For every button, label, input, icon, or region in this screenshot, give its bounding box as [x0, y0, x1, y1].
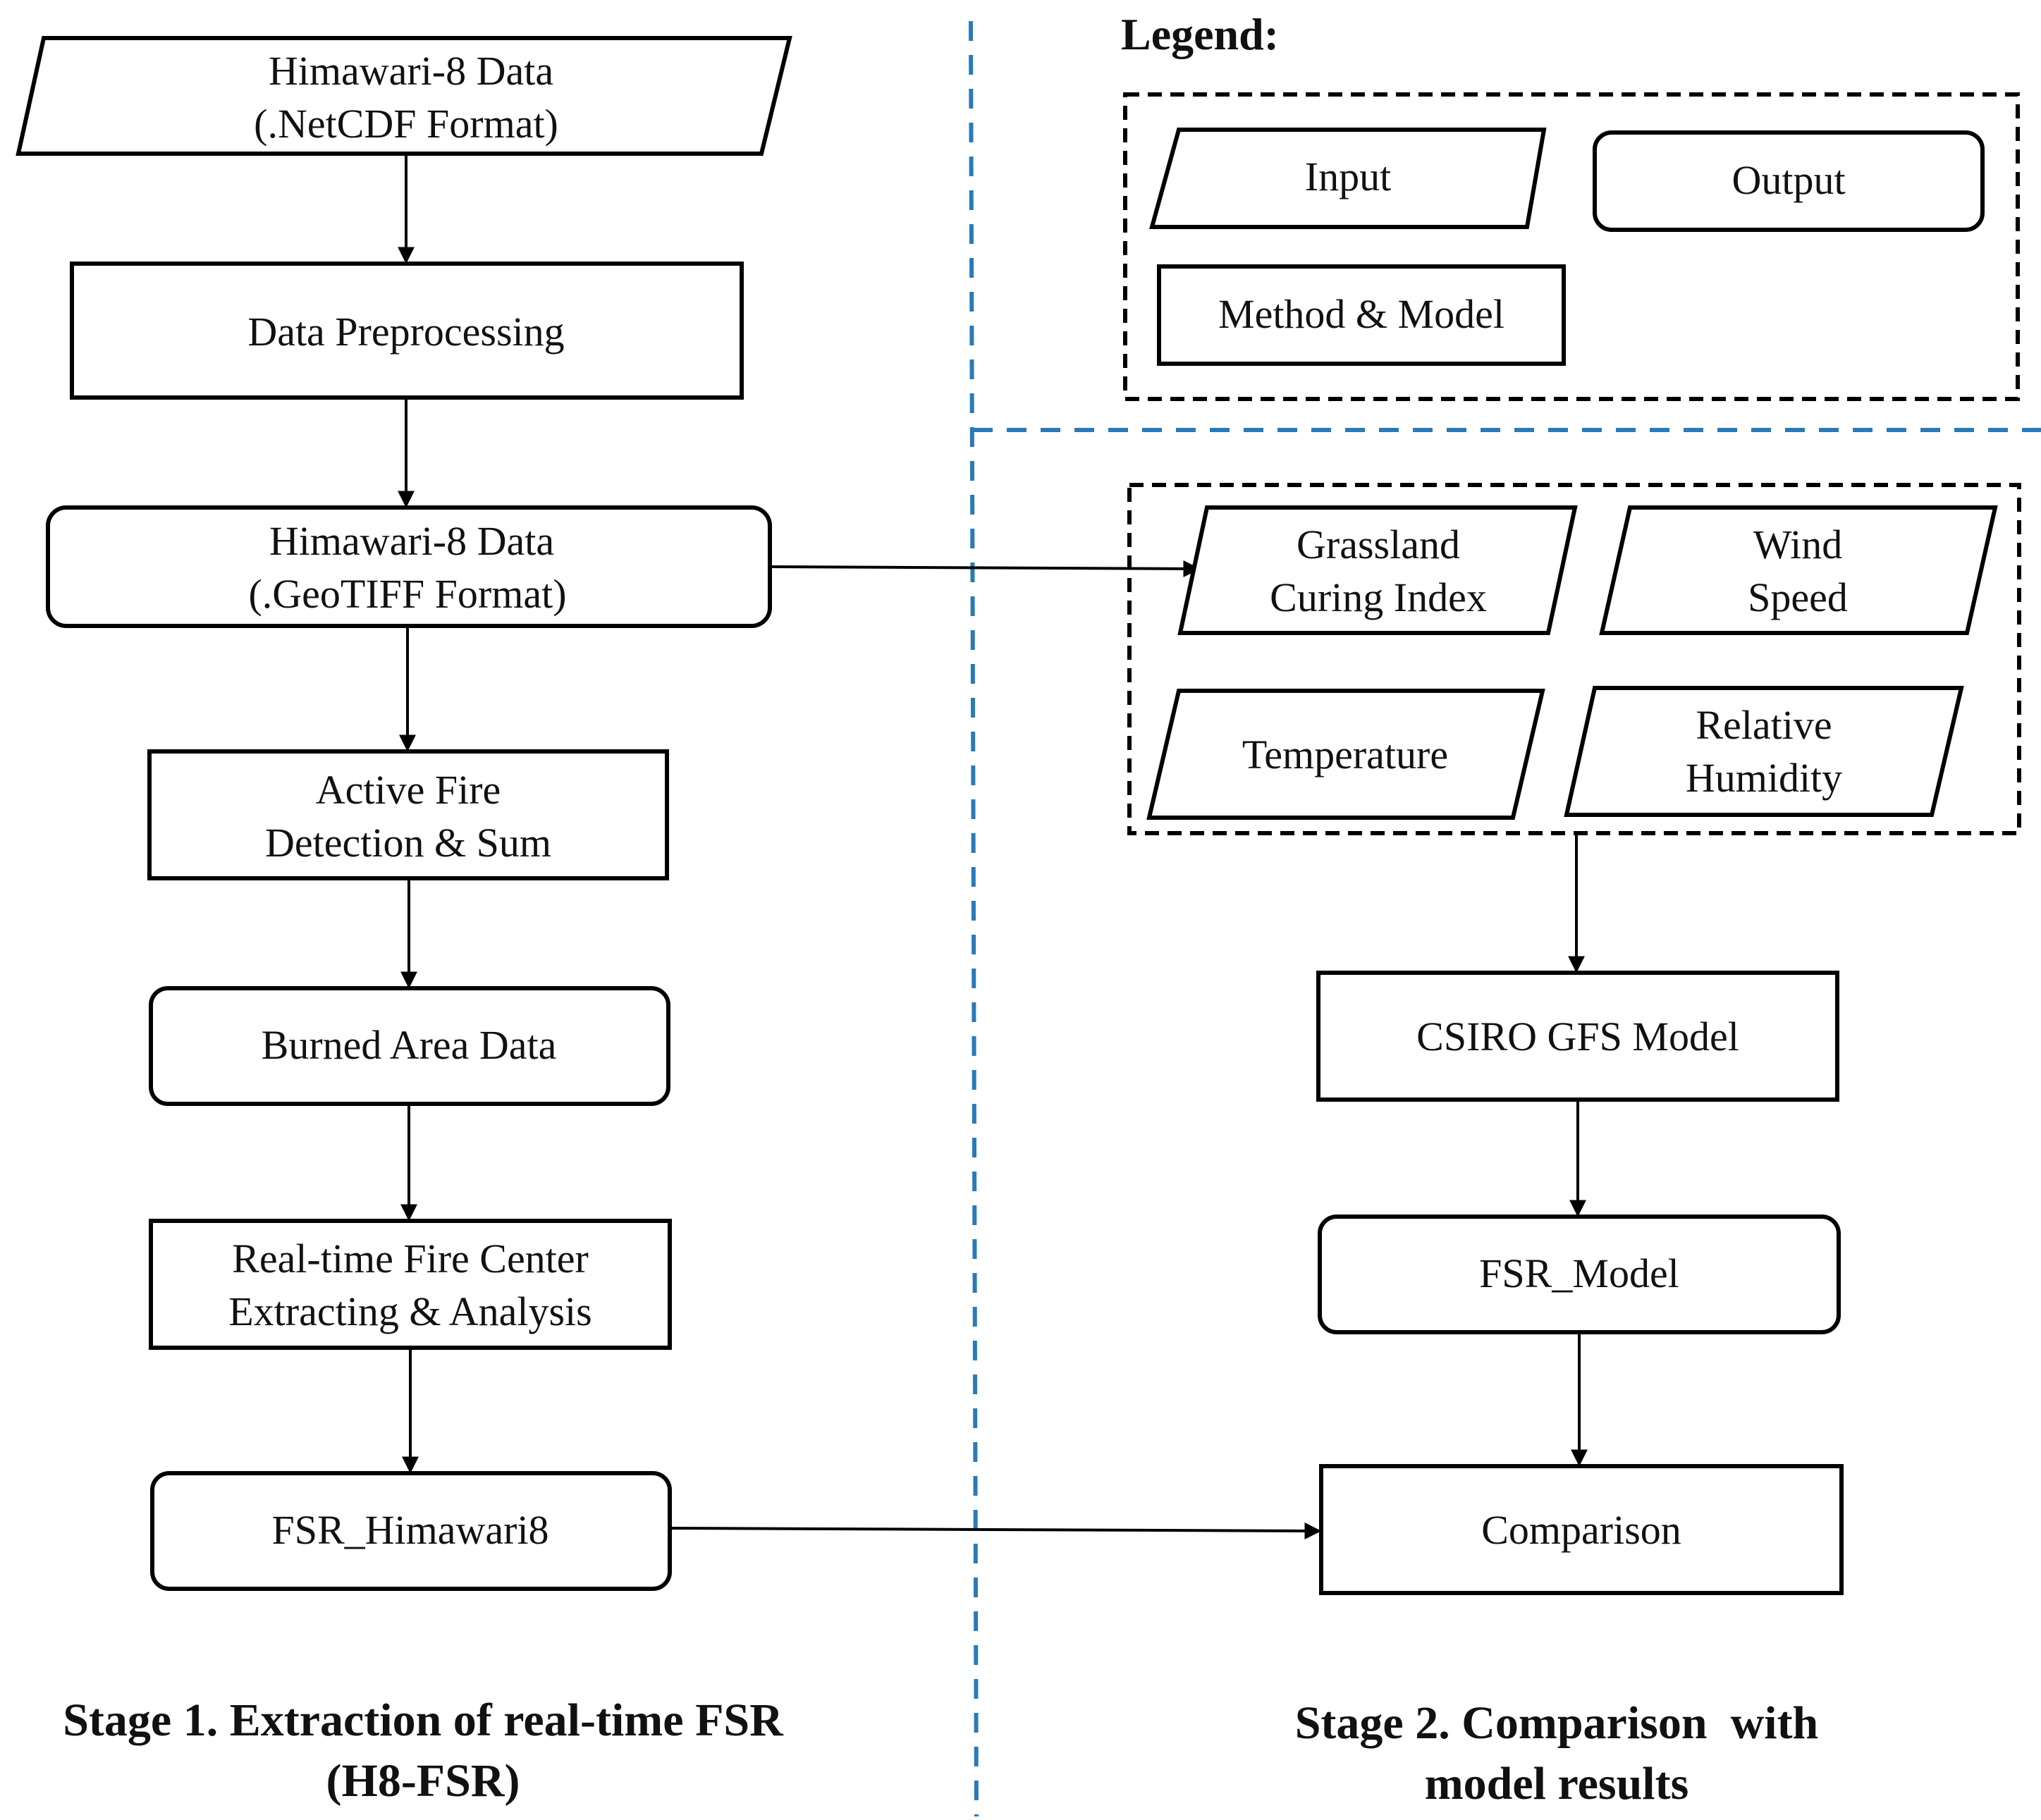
comparison-box — [1319, 1464, 1844, 1595]
legend-output-label: Output — [1732, 157, 1845, 203]
curing-index-line2: Curing Index — [1270, 574, 1487, 620]
curing-index-line1: Grassland — [1297, 522, 1460, 567]
data-preprocessing-label: Data Preprocessing — [247, 309, 564, 355]
legend-frame — [1123, 92, 2020, 401]
data-preprocessing-box — [70, 262, 744, 400]
wind-speed-line1: Wind — [1753, 522, 1843, 567]
humidity-line2: Humidity — [1686, 755, 1842, 801]
arrow-geotiff-to-inputs — [769, 560, 1201, 577]
fire-center-line2: Extracting & Analysis — [228, 1289, 592, 1334]
h8-netcdf-input — [16, 36, 792, 156]
legend-output-shape — [1593, 130, 1985, 232]
h8-geotiff-line2: (.GeoTIFF Format) — [248, 571, 566, 617]
humidity-input — [1564, 686, 1964, 817]
legend-input-shape — [1149, 128, 1547, 229]
temperature-label: Temperature — [1242, 732, 1448, 777]
humidity-line1: Relative — [1696, 702, 1832, 748]
h8-geotiff-line1: Himawari-8 Data — [269, 518, 554, 564]
legend-input-label: Input — [1305, 154, 1391, 199]
stage2-title-line1: Stage 2. Comparison with — [1295, 1697, 1819, 1749]
curing-index-input — [1177, 505, 1578, 635]
fsr-himawari8-output — [150, 1471, 672, 1591]
wind-speed-input — [1599, 505, 1998, 635]
h8-netcdf-line2: (.NetCDF Format) — [254, 101, 558, 147]
active-fire-line1: Active Fire — [316, 767, 501, 813]
active-fire-line2: Detection & Sum — [265, 820, 551, 866]
csiro-gfs-label: CSIRO GFS Model — [1416, 1014, 1739, 1059]
arrow-fsr-h8-to-comparison — [669, 1522, 1322, 1539]
active-fire-box — [147, 749, 669, 880]
fsr-himawari8-label: FSR_Himawari8 — [271, 1507, 548, 1553]
vertical-divider — [969, 20, 979, 1817]
inputs-group-frame — [1127, 483, 2021, 835]
h8-netcdf-line1: Himawari-8 Data — [269, 48, 553, 94]
fsr-model-label: FSR_Model — [1479, 1250, 1679, 1296]
legend-method-label: Method & Model — [1218, 291, 1504, 337]
stage2-title-line2: model results — [1425, 1758, 1689, 1809]
legend-title: Legend: — [1121, 9, 1279, 59]
legend-method-shape — [1157, 264, 1566, 366]
stage1-title-line2: (H8-FSR) — [326, 1755, 520, 1807]
fire-center-line1: Real-time Fire Center — [232, 1236, 589, 1281]
stage1-title-line1: Stage 1. Extraction of real-time FSR — [63, 1695, 784, 1746]
comparison-label: Comparison — [1481, 1507, 1681, 1553]
csiro-gfs-box — [1316, 971, 1839, 1102]
burned-area-label: Burned Area Data — [262, 1022, 557, 1068]
temperature-input — [1146, 689, 1545, 820]
wind-speed-line2: Speed — [1748, 574, 1848, 620]
